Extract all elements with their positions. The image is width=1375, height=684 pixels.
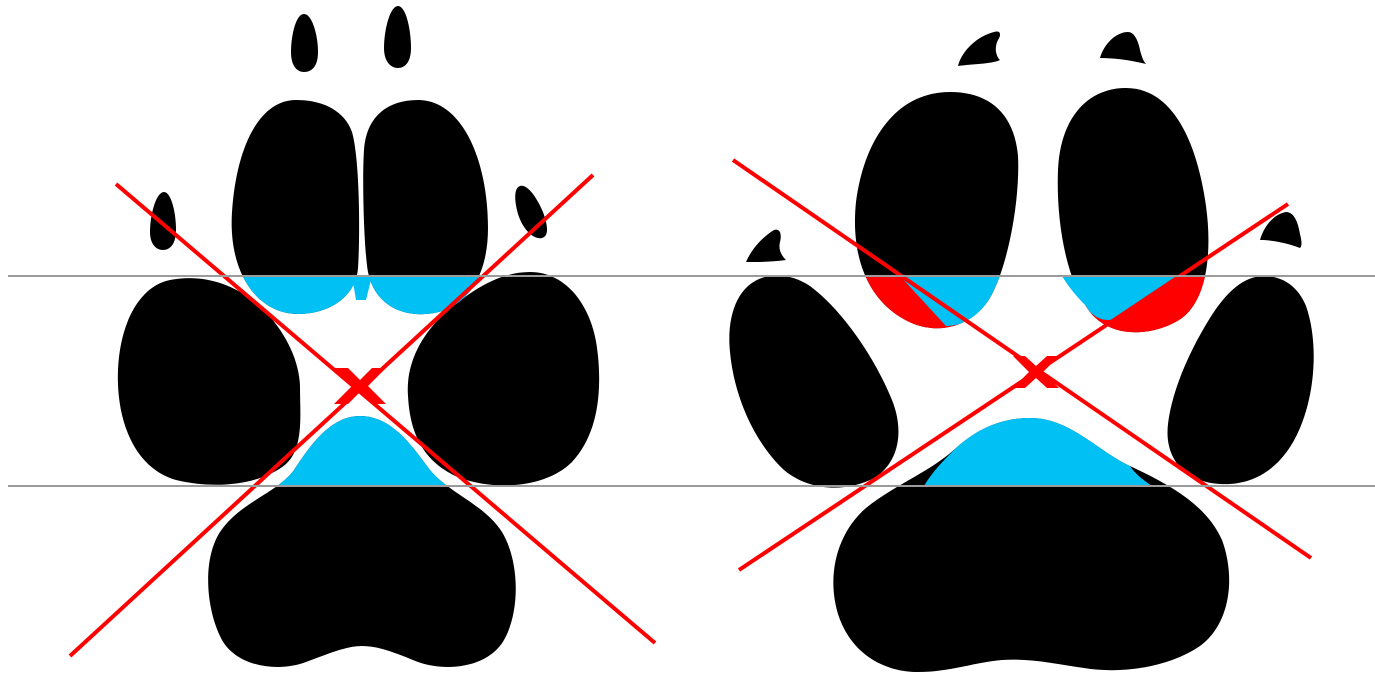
left-toe-pad-side-left [118, 278, 301, 485]
right-highlight-heel-top [924, 418, 1152, 486]
left-claw-mark-top-left [291, 14, 318, 72]
right-track [729, 31, 1313, 672]
right-claw-mark-side-left [746, 230, 786, 262]
right-intersection-marker [1013, 356, 1059, 388]
left-intersection-marker [334, 368, 386, 404]
right-claw-mark-top-left [958, 31, 1000, 66]
left-claw-mark-side-left [150, 192, 176, 250]
left-highlight-toe-gap [352, 276, 372, 300]
left-track [70, 6, 655, 667]
right-claw-mark-top-right [1100, 32, 1146, 64]
left-claw-mark-top-right [384, 6, 411, 68]
right-toe-pad-side-left [729, 275, 898, 487]
